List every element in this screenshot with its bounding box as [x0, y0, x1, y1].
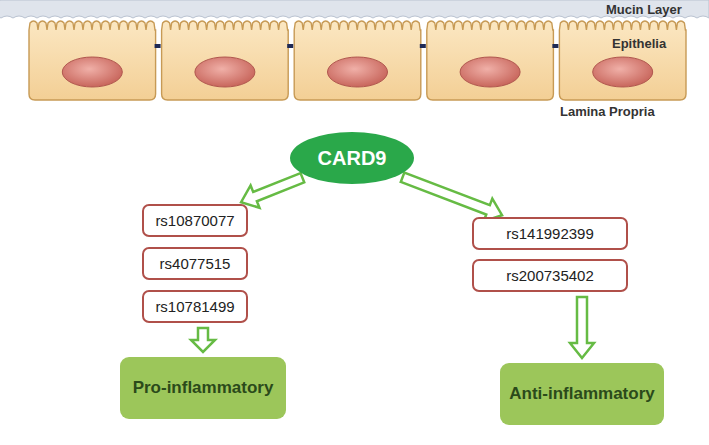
tight-junction [420, 44, 426, 48]
outcome-box: Pro-inflammatory [120, 357, 286, 419]
mucin-layer [0, 0, 709, 18]
nucleus [593, 57, 653, 87]
snp-box: rs200735402 [472, 259, 628, 292]
tight-junction [552, 44, 558, 48]
node-text: rs141992399 [506, 225, 594, 242]
hollow-arrow [570, 297, 594, 358]
nucleus [195, 57, 255, 87]
epithelial-cell [559, 21, 686, 100]
nucleus [328, 57, 388, 87]
nucleus [460, 57, 520, 87]
node-text: Anti-inflammatory [509, 384, 654, 404]
node-text: rs10870077 [155, 212, 234, 229]
tight-junction [155, 44, 161, 48]
epithelial-cell [427, 21, 554, 100]
snp-box: rs10870077 [142, 204, 248, 237]
snp-box: rs141992399 [472, 217, 628, 250]
epithelial-cell [162, 21, 289, 100]
outcome-box: Anti-inflammatory [500, 363, 664, 425]
tight-junction [287, 44, 293, 48]
snp-box: rs10781499 [142, 290, 248, 323]
gene-ellipse: CARD9 [290, 132, 414, 184]
nucleus [62, 57, 122, 87]
layer-label: Mucin Layer [606, 2, 682, 17]
epithelial-cell [29, 21, 156, 100]
node-text: rs10781499 [155, 298, 234, 315]
node-text: rs4077515 [160, 255, 231, 272]
node-text: CARD9 [318, 147, 387, 170]
node-text: Pro-inflammatory [133, 378, 274, 398]
hollow-arrow [191, 328, 215, 352]
snp-box: rs4077515 [142, 247, 248, 280]
epithelial-cell [294, 21, 421, 100]
layer-label: Lamina Propria [560, 104, 655, 119]
epithelial-cells [29, 21, 686, 100]
layer-label: Epithelia [612, 36, 666, 51]
mucin-band [0, 0, 709, 18]
hollow-arrow [401, 173, 502, 221]
hollow-arrow [241, 173, 304, 208]
node-text: rs200735402 [506, 267, 594, 284]
